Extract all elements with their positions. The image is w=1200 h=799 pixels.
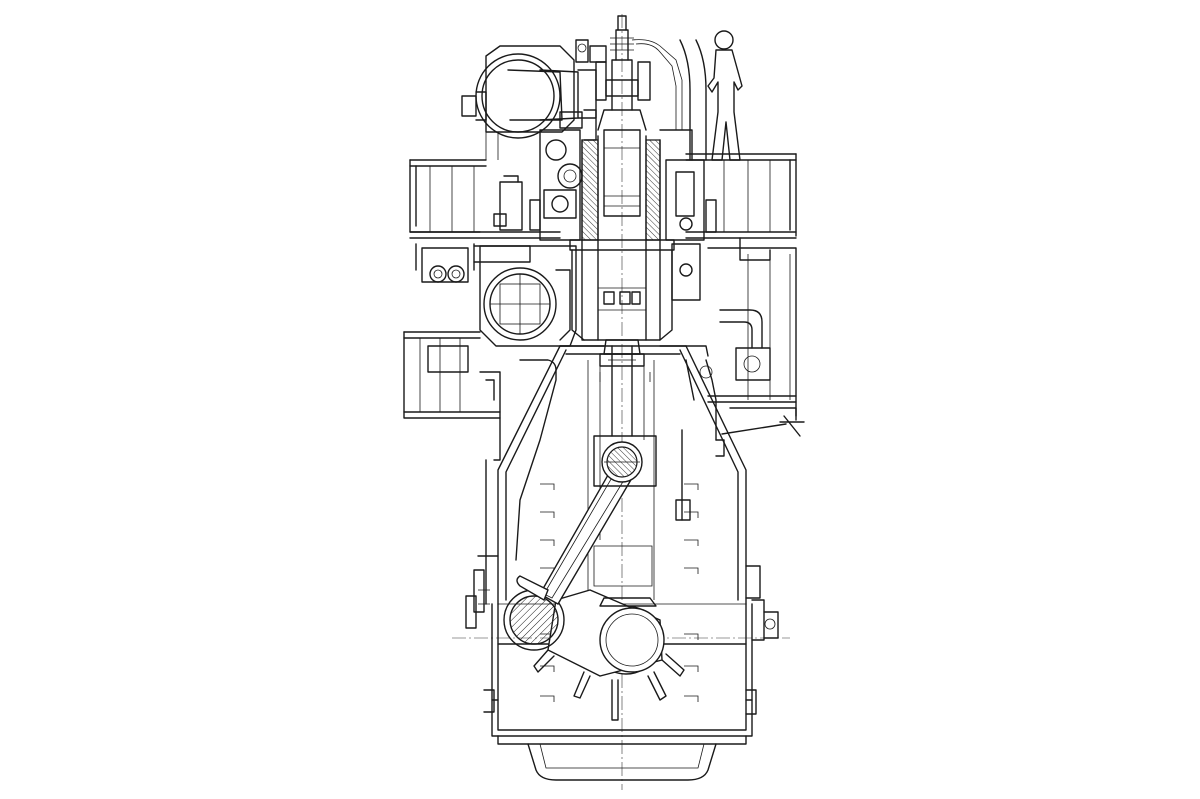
exhaust-valve <box>595 15 683 131</box>
left-lower-piping <box>465 359 557 713</box>
stuffing-box <box>599 353 645 367</box>
operator-figure <box>707 30 743 161</box>
intermediate-pipe <box>559 345 713 379</box>
right-lower-piping <box>675 359 787 715</box>
fuel-pump-block <box>493 109 597 241</box>
turbocharger <box>461 39 607 160</box>
hydraulic-unit-right <box>659 129 717 301</box>
connecting-rod <box>516 467 633 605</box>
oil-sump <box>527 743 717 781</box>
frame-slots-right <box>684 483 699 702</box>
crosshead <box>593 435 657 487</box>
scavenge-air-receiver <box>479 245 577 347</box>
upper-left-platform <box>409 159 561 283</box>
right-lower-platform <box>707 247 805 437</box>
crank-pin <box>503 589 565 651</box>
middle-left-platform <box>403 331 501 461</box>
cylinder-liner <box>569 129 675 341</box>
frame-box <box>497 345 747 702</box>
crankshaft <box>533 589 685 721</box>
upper-right-platform <box>685 153 797 261</box>
exhaust-pipe-right <box>679 39 707 161</box>
